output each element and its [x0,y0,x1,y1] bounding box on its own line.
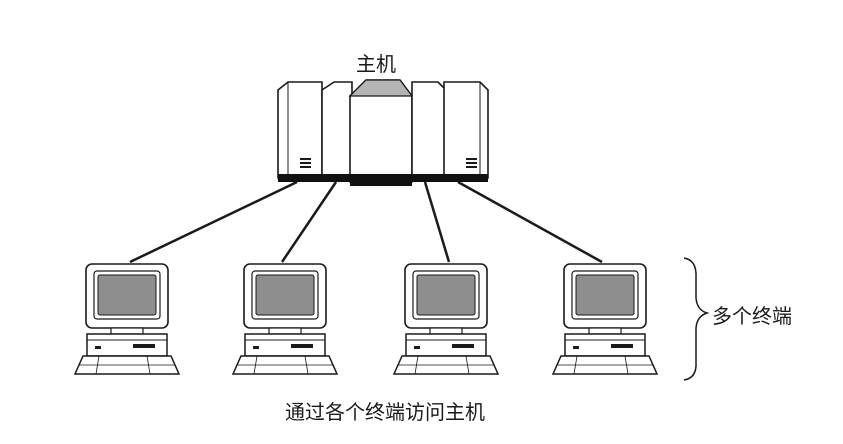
connection-line-3 [423,181,451,263]
terminal-4 [552,263,658,375]
connection-lines [129,180,603,264]
diagram-caption: 通过各个终端访问主机 [285,400,485,424]
connection-line-2 [280,181,338,263]
terminals-brace [683,257,710,381]
terminals-label: 多个终端 [712,304,792,328]
connection-line-4 [457,180,603,264]
terminal-3 [393,263,499,375]
host-mainframe [277,79,489,186]
host-label: 主机 [356,52,396,76]
terminal-1 [74,263,180,375]
connection-line-1 [129,180,298,264]
terminal-2 [232,263,338,375]
